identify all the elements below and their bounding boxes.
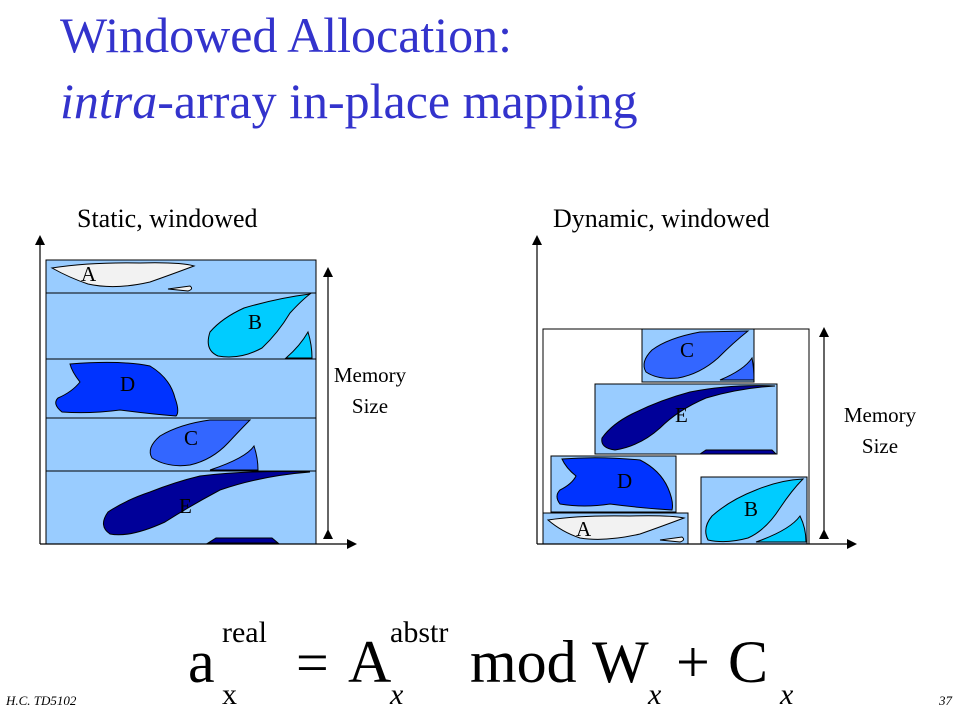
dynamic-memory-line-2: Size [861, 434, 899, 458]
dynamic-memory-size-label: Memory Size [830, 400, 930, 462]
dynamic-blob-b-tail [755, 515, 807, 543]
dynamic-blob-c-tail [719, 356, 755, 381]
dynamic-diagram [532, 235, 857, 549]
static-blob-c [149, 419, 252, 467]
formula-x-sub-1: x [222, 678, 237, 711]
address-formula: a real x = A abstr x mod W x + C x [188, 616, 794, 711]
dynamic-blob-e [601, 385, 776, 451]
static-blob-e [103, 471, 311, 536]
static-blob-b-tail [284, 330, 313, 359]
formula-plus: + [676, 629, 710, 695]
formula-x-sub-2: x [389, 678, 404, 711]
dynamic-blob-e-tail [698, 449, 778, 455]
dynamic-blob-c [643, 330, 750, 379]
formula-abstr: abstr [390, 616, 448, 649]
static-blob-b [207, 293, 312, 358]
static-memory-line-1: Memory [333, 363, 407, 387]
formula-A: A [348, 629, 391, 695]
formula-real: real [222, 616, 267, 649]
static-label-a: A [81, 262, 97, 286]
static-blob-a-tail [167, 285, 193, 292]
static-diagram [35, 235, 357, 549]
static-memory-line-2: Size [351, 394, 389, 418]
title-italic: intra [60, 73, 158, 129]
dynamic-label-c: C [680, 338, 695, 362]
footer-author: H.C. TD5102 [6, 693, 77, 708]
footer-page-number: 37 [939, 693, 952, 708]
static-blob-a [50, 262, 196, 288]
title-line-1: Windowed Allocation: [60, 7, 513, 63]
dynamic-label-d: D [617, 469, 633, 493]
dynamic-blob-a [546, 515, 686, 540]
formula-mod: mod [470, 629, 577, 695]
dynamic-label-b: B [744, 497, 759, 521]
formula-W: W [592, 629, 649, 695]
static-blob-d [55, 361, 179, 417]
static-label-b: B [248, 310, 263, 334]
static-label-e: E [179, 494, 192, 518]
dynamic-blob-b [705, 478, 805, 543]
static-heading: Static, windowed [77, 204, 258, 233]
formula-x-sub-4: x [779, 678, 794, 711]
formula-equals: = [296, 630, 329, 695]
dynamic-blob-d [556, 457, 673, 511]
static-memory-size-label: Memory Size [320, 360, 420, 422]
dynamic-label-a: A [576, 517, 592, 541]
title-line-2: intra-array in-place mapping [60, 76, 638, 126]
formula-x-sub-3: x [647, 678, 662, 711]
static-blob-c-tail [209, 444, 259, 471]
dynamic-memory-line-1: Memory [843, 403, 917, 427]
dynamic-label-e: E [675, 403, 688, 427]
formula-a: a [188, 629, 215, 695]
static-label-d: D [120, 372, 136, 396]
dynamic-heading: Dynamic, windowed [553, 204, 770, 233]
formula-C: C [728, 629, 768, 695]
static-label-c: C [184, 426, 199, 450]
title-rest: -array in-place mapping [157, 73, 638, 129]
static-blob-e-tail [206, 537, 280, 544]
dynamic-blob-a-tail [659, 536, 685, 543]
